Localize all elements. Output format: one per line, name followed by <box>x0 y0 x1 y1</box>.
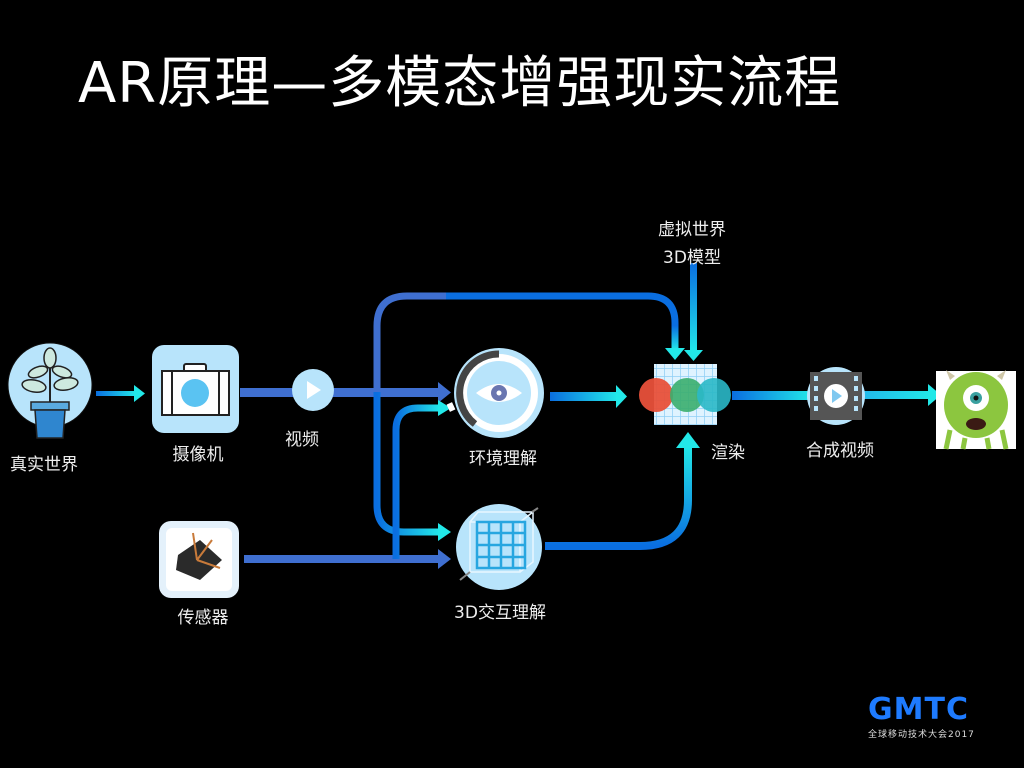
arrow-3d-to-render <box>545 432 700 550</box>
arrow-composite-to-output <box>862 384 941 406</box>
label-composite-video: 合成视频 <box>806 441 874 461</box>
arrow-camera-to-env <box>240 382 451 403</box>
logo-sub-text: 全球移动技术大会2017 <box>868 730 975 740</box>
rgb-circles-icon <box>639 364 731 425</box>
monster-character-image <box>936 370 1016 450</box>
arrow-render-to-composite <box>732 391 812 400</box>
camera-icon <box>152 345 239 433</box>
label-sensor: 传感器 <box>177 608 229 628</box>
arrow-video-to-render-top <box>373 292 685 392</box>
arrow-env-to-render <box>550 385 627 408</box>
sensor-chip-icon <box>159 521 239 598</box>
label-real-world: 真实世界 <box>10 455 78 475</box>
label-3d-model: 3D模型 <box>663 248 721 268</box>
label-env-understanding: 环境理解 <box>469 449 537 469</box>
eye-icon <box>446 348 544 438</box>
label-3d-interaction: 3D交互理解 <box>454 603 546 623</box>
gmtc-logo: GMTC 全球移动技术大会2017 <box>868 692 975 741</box>
plant-pot-icon <box>7 342 93 439</box>
play-icon <box>292 369 334 411</box>
arrow-sensor-to-3d <box>244 549 451 569</box>
label-video: 视频 <box>285 430 319 450</box>
arrow-video-to-3d <box>373 392 451 541</box>
label-camera: 摄像机 <box>172 445 224 465</box>
arrow-realworld-to-camera <box>96 385 145 402</box>
grid-cube-icon <box>456 504 542 590</box>
arrow-sensor-to-env <box>392 400 451 559</box>
arrow-virtual-to-render <box>684 263 703 361</box>
label-render: 渲染 <box>711 443 745 463</box>
logo-main-text: GMTC <box>868 692 969 727</box>
slide-title: AR原理—多模态增强现实流程 <box>78 51 842 116</box>
label-virtual-world: 虚拟世界 <box>658 220 726 240</box>
film-play-icon <box>807 367 865 425</box>
